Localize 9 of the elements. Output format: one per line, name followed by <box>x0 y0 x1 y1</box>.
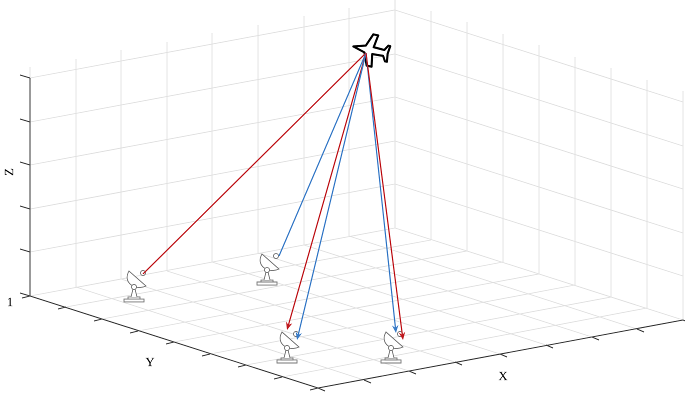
axis-label: Y <box>146 358 154 366</box>
axis-label: X <box>498 372 508 380</box>
axis-label: Z <box>4 168 14 176</box>
antenna-icon <box>380 331 404 364</box>
antenna-icon <box>256 253 280 286</box>
airplane-icon <box>352 33 392 68</box>
antenna-icon <box>276 331 300 364</box>
antenna-icon <box>124 270 146 302</box>
tick-label: 1 <box>8 298 12 306</box>
